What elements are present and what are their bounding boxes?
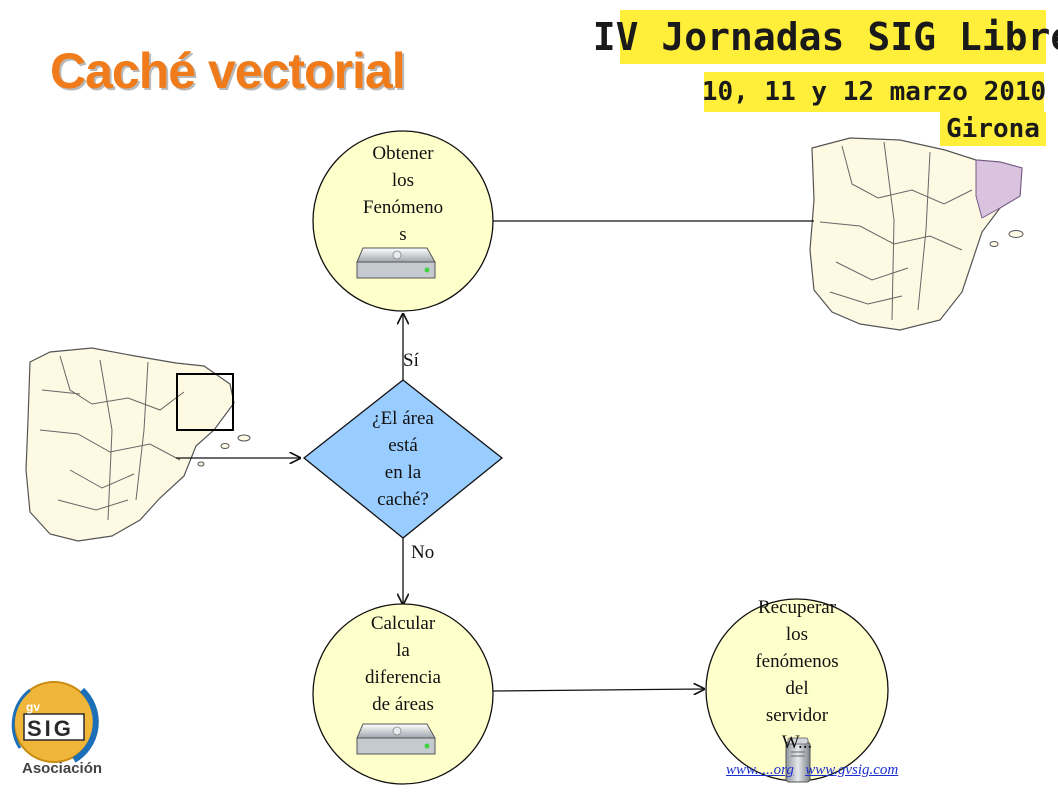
node-recuperar-label: Recuperar los fenómenos del servidor W..…: [717, 594, 877, 756]
node-calcular-line-1: Calcular: [370, 613, 436, 634]
banner-title: IV Jornadas SIG Libre: [593, 10, 1058, 64]
logo-caption: Asociación: [22, 760, 103, 777]
node-decision-line-1: ¿El área: [372, 408, 434, 429]
catalonia-region: [975, 159, 1023, 219]
spain-map-left: [25, 347, 251, 542]
gvsig-logo: [11, 681, 99, 763]
node-decision-line-4: caché?: [377, 489, 429, 510]
node-calcular-line-3: diferencia: [365, 667, 441, 688]
server-icon: [785, 737, 811, 783]
node-recuperar-line-2: los: [785, 624, 809, 645]
node-recuperar-line-5: servidor: [765, 705, 829, 726]
selection-box: [176, 373, 234, 431]
node-recuperar-line-4: del: [785, 678, 809, 699]
hard-disk-icon: [356, 723, 436, 755]
banner-dates: 10, 11 y 12 marzo 2010: [702, 72, 1046, 112]
node-obtener-line-3: Fenómeno: [362, 197, 444, 218]
node-obtener-line-2: los: [391, 170, 415, 191]
footer-links: www.....org www.gvsig.com: [726, 762, 898, 779]
node-decision-line-3: en la: [384, 462, 422, 483]
logo-prefix: gv: [26, 700, 41, 714]
node-decision: [302, 379, 504, 539]
banner-city: Girona: [940, 112, 1046, 146]
node-obtener-label: Obtener los Fenómeno s: [323, 140, 483, 248]
slide-title: Caché vectorial: [50, 43, 406, 99]
edge-label-yes: Sí: [403, 350, 419, 371]
node-obtener-line-1: Obtener: [372, 143, 434, 164]
node-decision-label: ¿El área está en la caché?: [333, 405, 473, 513]
node-calcular-label: Calcular la diferencia de áreas: [323, 610, 483, 718]
edge-label-no: No: [411, 542, 435, 563]
spain-map-right: [809, 137, 1024, 331]
spain-map-right-outline: [809, 137, 1023, 331]
spain-map-left-outline: [25, 347, 235, 542]
node-obtener-line-4: s: [399, 224, 407, 245]
footer-link-org[interactable]: www.....org: [726, 762, 794, 778]
footer-link-com[interactable]: www.gvsig.com: [805, 762, 899, 778]
node-recuperar-line-3: fenómenos: [755, 651, 839, 672]
node-decision-line-2: está: [388, 435, 418, 456]
hard-disk-icon: [356, 247, 436, 279]
node-calcular-line-4: de áreas: [372, 694, 434, 715]
node-recuperar-line-1: Recuperar: [757, 597, 837, 618]
node-recuperar-line-6: W...: [781, 732, 813, 753]
node-calcular-line-2: la: [396, 640, 410, 661]
edge-calcular-to-recuperar: [491, 689, 704, 691]
logo-mark: SIG: [27, 716, 74, 741]
